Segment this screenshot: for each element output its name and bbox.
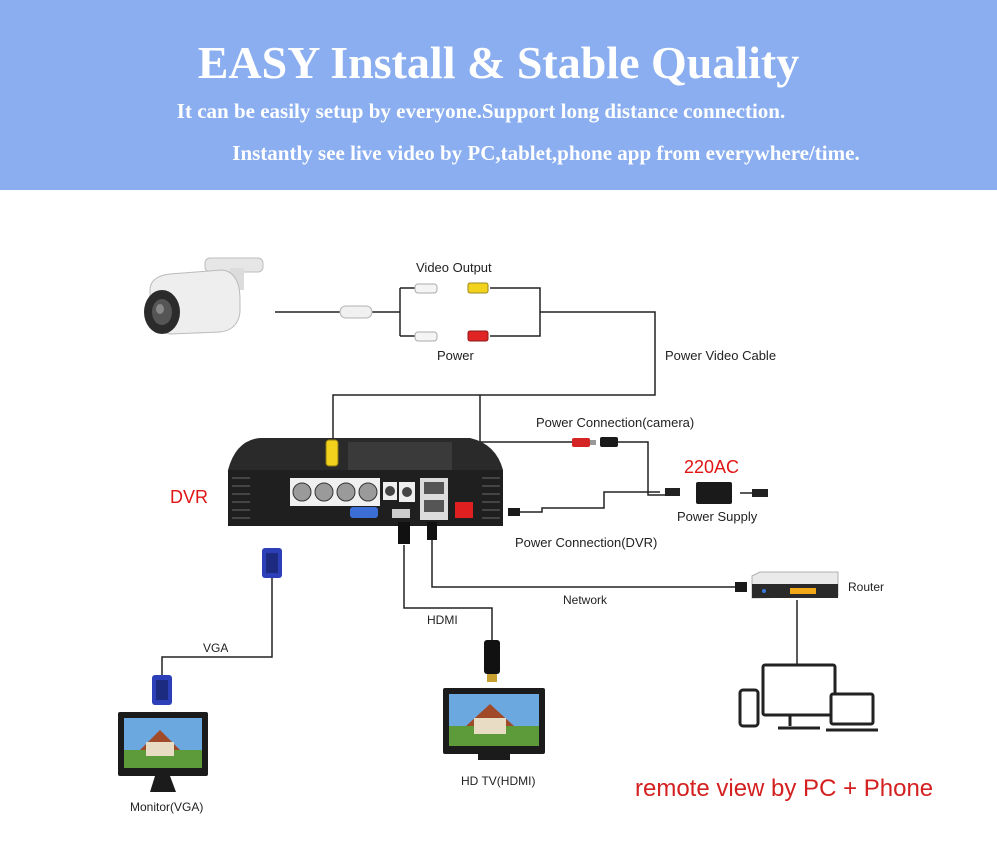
banner-subtitle-2: Instantly see live video by PC,tablet,ph…: [232, 141, 860, 165]
label-power-connection-camera: Power Connection(camera): [536, 415, 695, 430]
label-power-connection-dvr: Power Connection(DVR): [515, 535, 658, 550]
hdmi-plug-icon: [484, 640, 500, 682]
hdtv-icon: [443, 688, 545, 760]
dvr-recorder-icon: [228, 438, 503, 544]
pc-phone-laptop-icon: [738, 663, 878, 732]
label-monitor-vga: Monitor(VGA): [130, 800, 204, 814]
camera-connectors: [339, 282, 489, 342]
header-banner: EASY Install & Stable Quality It can be …: [0, 0, 997, 190]
monitor-icon: [118, 712, 208, 792]
label-hdmi: HDMI: [427, 613, 458, 627]
label-vga: VGA: [203, 641, 229, 655]
wiring-lines: [161, 287, 798, 675]
label-video-output: Video Output: [416, 260, 492, 275]
router-icon: [735, 571, 839, 599]
label-220ac: 220AC: [684, 457, 740, 477]
power-adapter-icon: [508, 482, 768, 516]
banner-title: EASY Install & Stable Quality: [197, 37, 800, 88]
label-dvr: DVR: [170, 487, 209, 507]
label-power-supply: Power Supply: [677, 509, 758, 524]
bullet-camera-icon: [144, 257, 264, 335]
label-router: Router: [848, 580, 885, 594]
label-power: Power: [437, 348, 474, 363]
label-network: Network: [563, 593, 608, 607]
label-power-video-cable: Power Video Cable: [665, 348, 777, 363]
vga-plug-icon: [152, 548, 282, 705]
label-hdtv: HD TV(HDMI): [461, 774, 536, 788]
banner-subtitle-1: It can be easily setup by everyone.Suppo…: [176, 99, 786, 123]
power-plugs: [572, 437, 618, 447]
label-remote-view: remote view by PC + Phone: [635, 775, 934, 802]
